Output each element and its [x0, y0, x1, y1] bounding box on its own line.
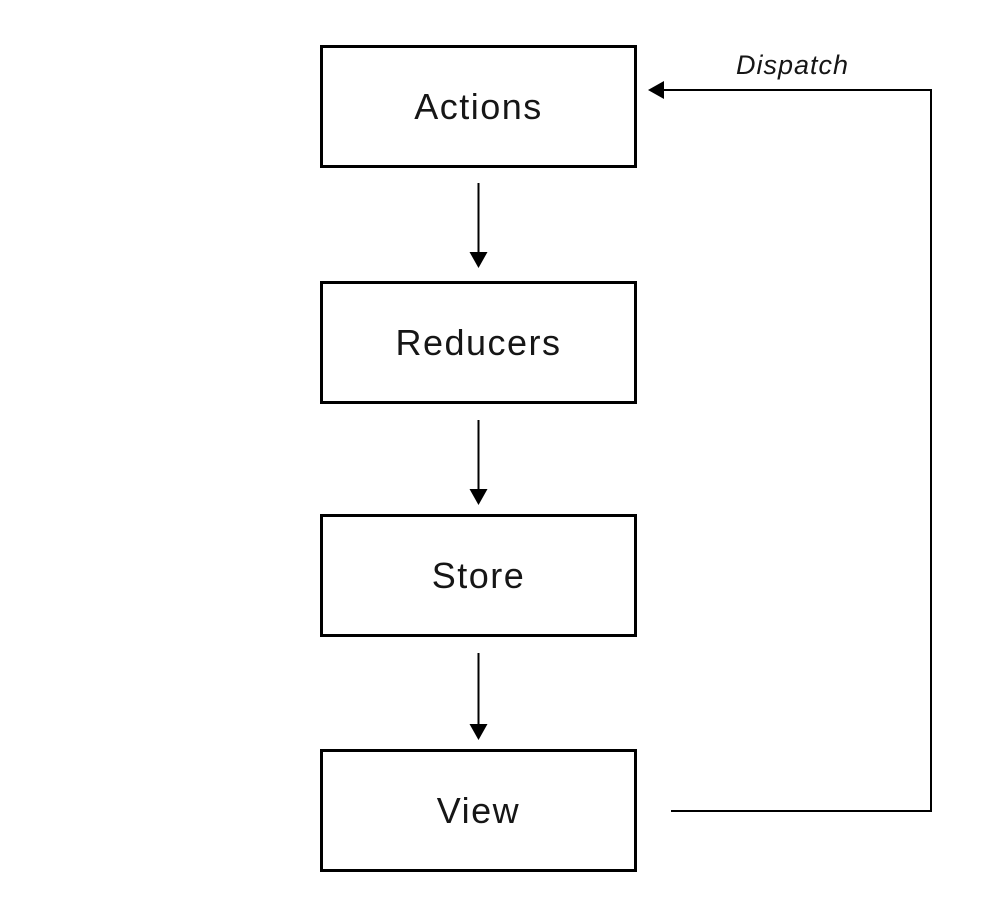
node-actions-label: Actions [414, 85, 543, 127]
arrow-reducers-to-store [469, 420, 488, 505]
node-view-label: View [436, 789, 521, 831]
dispatch-edge-label: Dispatch [736, 50, 850, 80]
node-store-label: Store [431, 554, 526, 596]
node-reducers-label: Reducers [395, 321, 562, 363]
node-actions: Actions [320, 45, 637, 168]
node-reducers: Reducers [320, 281, 637, 404]
dispatch-loop-arrow [648, 81, 932, 812]
node-store: Store [320, 514, 637, 637]
arrow-store-to-view [469, 653, 488, 740]
node-view: View [320, 749, 637, 872]
arrow-actions-to-reducers [469, 183, 488, 268]
